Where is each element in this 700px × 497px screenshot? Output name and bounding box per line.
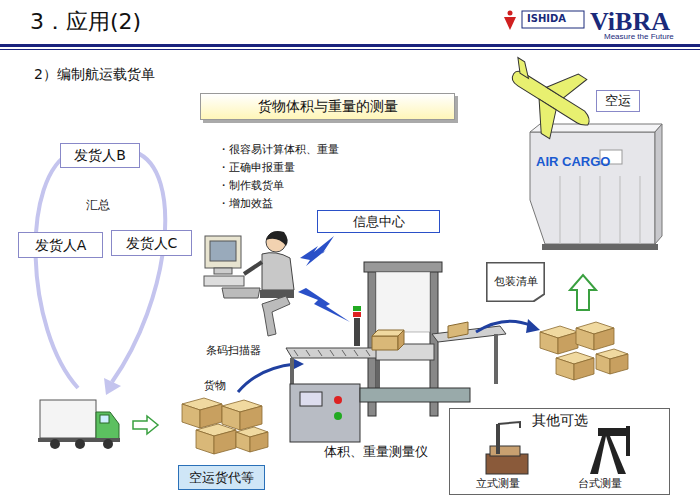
node-text: 发货人C	[126, 235, 178, 252]
shipper-box: 发货人A	[18, 232, 103, 258]
container-marking: AIR CARGO	[536, 154, 610, 170]
barcode-scanner	[262, 296, 290, 336]
node-text: 空运货代等	[189, 470, 254, 486]
node-text: 发货人B	[74, 147, 126, 164]
caption-text: 立式测量	[476, 477, 520, 490]
ishida-logo	[504, 11, 584, 31]
node-text: 发货人A	[35, 237, 87, 254]
page-title: 3．应用(2)	[30, 9, 141, 35]
heading-box: 货物体积与重量的测量	[200, 93, 455, 120]
shipper-box: 发货人C	[111, 230, 192, 256]
bullet-text: ・正确申报重量	[218, 161, 295, 174]
packed-boxes	[540, 322, 628, 380]
bullet-text: ・制作载货单	[218, 179, 284, 192]
upright-scale	[486, 422, 528, 474]
part-label: 体积、重量测量仪	[324, 444, 428, 460]
bullet-text: ・很容易计算体积、重量	[218, 143, 339, 156]
signal-bolt	[300, 236, 334, 266]
table-scale	[590, 426, 630, 474]
logo-tagline: Measure the Future	[604, 32, 674, 42]
measuring-machine	[286, 262, 506, 442]
part-label: 货物	[204, 379, 226, 392]
forwarder-box: 空运货代等	[178, 465, 265, 490]
airplane	[490, 42, 608, 152]
operator	[204, 231, 294, 298]
signal-bolt	[298, 288, 350, 322]
node-text: 货物体积与重量的测量	[258, 98, 398, 115]
arrowhead	[526, 319, 540, 333]
node-text: 其他可选	[450, 412, 669, 429]
air-transport-box: 空运	[596, 90, 640, 112]
up-arrow	[570, 275, 596, 310]
cargo-boxes	[182, 398, 268, 454]
note-text: 汇总	[86, 198, 110, 212]
truck	[38, 400, 120, 449]
outline-arrow	[133, 416, 158, 434]
header-rule	[0, 49, 700, 50]
packing-list-sheet: 包装清单	[486, 262, 545, 302]
part-label: 条码扫描器	[206, 344, 261, 357]
node-text: 空运	[605, 93, 631, 109]
header-rule	[0, 44, 700, 47]
bullet-text: ・增加效益	[218, 197, 273, 210]
collect-loop	[36, 152, 166, 388]
caption-text: 台式测量	[578, 477, 622, 490]
options-box: 其他可选立式测量 台式测量	[449, 408, 670, 495]
logo-text: ISHIDA	[527, 13, 566, 25]
air-cargo-container	[530, 124, 662, 250]
node-text: 包装清单	[494, 275, 538, 288]
node-text: 信息中心	[353, 214, 405, 230]
shipper-box: 发货人B	[60, 143, 140, 168]
flow-arrow	[476, 321, 532, 332]
subheading: 2）编制航运载货单	[34, 66, 155, 83]
info-center-box: 信息中心	[317, 210, 440, 233]
arrowhead	[104, 378, 121, 395]
flow-arrow	[238, 364, 295, 392]
